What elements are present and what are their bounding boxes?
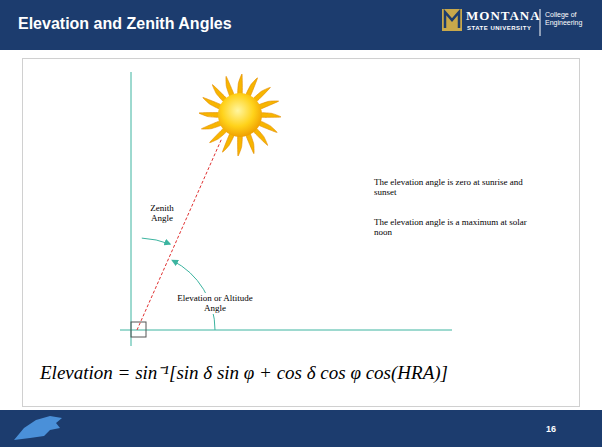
sun-ray [201,121,221,129]
sun-ray [258,121,277,133]
sun-ray [199,113,220,118]
sun-ray [258,101,278,109]
logo-subtitle: STATE UNIVERSITY [467,25,531,32]
angle-label: Zenith Angle [147,203,177,224]
vertical-axis [131,72,132,346]
sun-ray [222,133,234,152]
sun-ray [226,76,234,96]
sun-ray [238,135,243,156]
page-number: 16 [546,424,556,434]
content-panel [23,59,580,407]
ground-line [120,330,452,331]
slide-title: Elevation and Zenith Angles [18,15,232,33]
note-text: The elevation angle is a maximum at sola… [374,217,542,238]
logo-mark [442,9,462,31]
zenith-arc [142,238,170,244]
sun-rays [199,74,281,156]
right-angle-mark [131,322,146,337]
angle-label: Elevation or Altitude Angle [168,293,262,314]
bobcat-logo [14,416,62,440]
elevation-formula: Elevation = sin⁻¹[sin δ sin φ + cos δ co… [40,362,448,384]
sun-ray [238,74,243,95]
sun-ray [203,97,222,109]
note-text: The elevation angle is zero at sunrise a… [374,177,542,198]
logo-letter [445,12,459,28]
title-bar [0,0,602,50]
sun-ray [260,113,281,118]
logo-wordmark: MONTANA [466,9,541,24]
sun-ray [246,78,258,97]
logo-college: College of Engineering [545,11,589,27]
footer-bar [0,410,602,447]
sun-ray [246,133,254,153]
sun-disc [218,93,262,137]
